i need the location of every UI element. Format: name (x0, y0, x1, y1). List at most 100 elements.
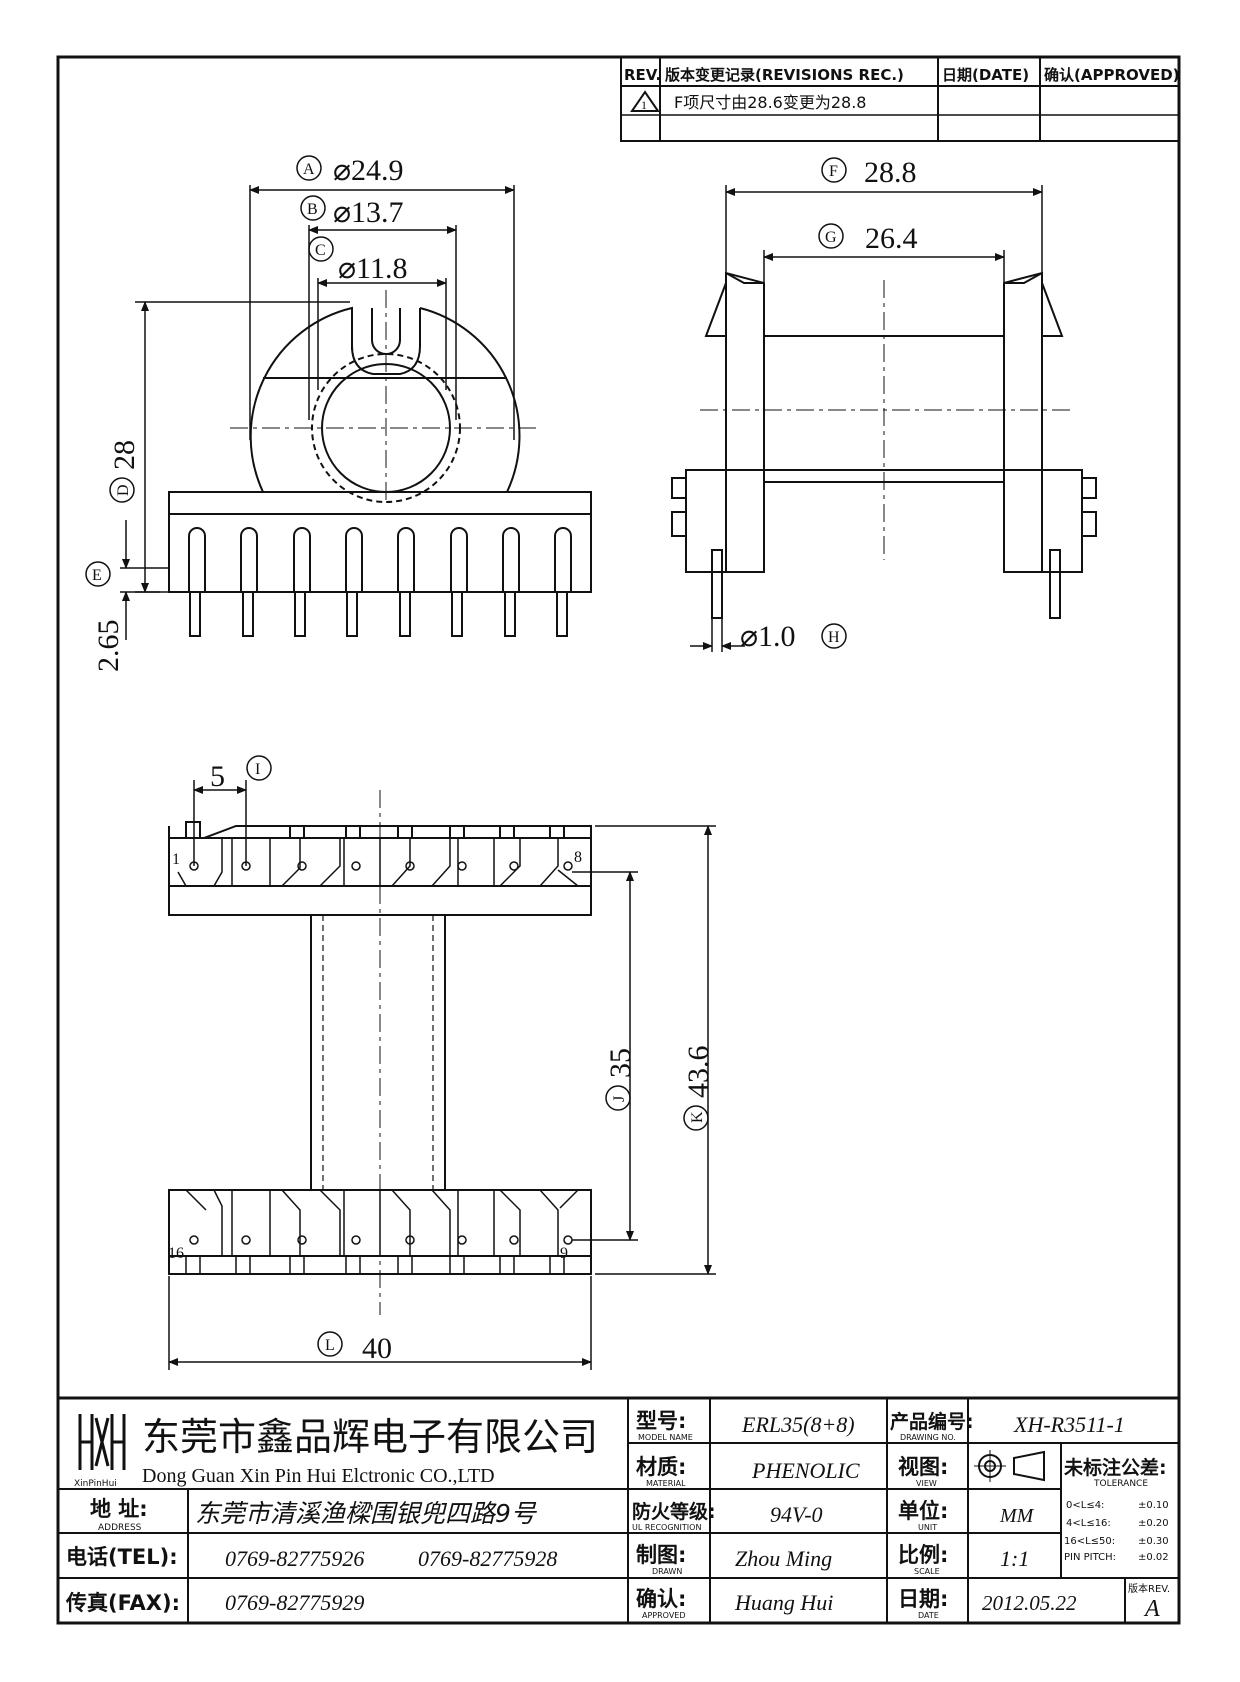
dim-L-letter: L (325, 1337, 335, 1354)
pin-9-label: 9 (560, 1245, 568, 1262)
dim-D-letter: D (115, 484, 132, 496)
side-view-dimensions (690, 185, 1043, 652)
logo-text: XinPinHui (74, 1479, 117, 1489)
fire-rating-label-en: UL RECOGNITION (632, 1523, 701, 1532)
projection-symbol-icon (974, 1450, 1045, 1482)
company-name-cn: 东莞市鑫品辉电子有限公司 (142, 1415, 598, 1459)
dim-F-value: 28.8 (864, 156, 917, 189)
dim-D-value: 28 (108, 440, 141, 470)
approved-value: Huang Hui (734, 1590, 833, 1615)
dim-label-H: ⌀1.0 H (740, 620, 847, 653)
title-block (58, 1396, 1179, 1623)
pin-8-label: 8 (574, 849, 582, 866)
tolerance-range-2: 4<L≤16: (1066, 1518, 1111, 1529)
dim-J-value: 35 (604, 1048, 637, 1078)
scale-value: 1:1 (1000, 1546, 1029, 1571)
revision-triangle-icon: 1 (630, 90, 660, 112)
tel-value-1: 0769-82775926 (225, 1546, 364, 1571)
dim-label-L: L 40 (317, 1331, 392, 1365)
address-value: 东莞市清溪渔樑围银兜四路9号 (195, 1499, 538, 1528)
dim-label-I: 5 I (210, 755, 272, 793)
dim-A-value: ⌀24.9 (333, 154, 404, 187)
bottom-view (168, 790, 592, 1315)
revision-table: REV. 版本变更记录(REVISIONS REC.) 日期(DATE) 确认(… (620, 56, 1180, 142)
revision-mark: 1 (641, 98, 647, 112)
date-value: 2012.05.22 (982, 1591, 1077, 1615)
top-flange-channels (177, 838, 579, 887)
drawing-no-label: 产品编号: (890, 1410, 974, 1433)
fire-rating-label: 防火等级: (632, 1500, 716, 1523)
tolerance-value-3: ±0.30 (1138, 1536, 1169, 1547)
scale-label: 比例: (898, 1543, 948, 1567)
tolerance-label-en: TOLERANCE (1093, 1479, 1148, 1489)
address-label: 地 址: (90, 1497, 148, 1521)
view-label: 视图: (898, 1455, 948, 1479)
tolerance-value-1: ±0.10 (1138, 1500, 1169, 1511)
sheet-border (56, 55, 1181, 1625)
material-label-en: MATERIAL (646, 1479, 686, 1488)
view-label-en: VIEW (916, 1479, 937, 1488)
dim-A-letter: A (303, 161, 315, 178)
front-pin-slots (188, 527, 572, 592)
tolerance-range-3: 16<L≤50: (1064, 1536, 1115, 1547)
revision-date-header: 日期(DATE) (942, 66, 1029, 84)
tolerance-value-4: ±0.02 (1138, 1552, 1169, 1563)
address-label-en: ADDRESS (98, 1523, 142, 1533)
dim-label-F: F 28.8 (821, 156, 917, 189)
front-view-dimensions (120, 185, 515, 640)
dim-H-value: ⌀1.0 (740, 620, 796, 653)
tel-value-2: 0769-82775928 (418, 1546, 557, 1571)
dim-L-value: 40 (362, 1332, 392, 1365)
date-label: 日期: (898, 1587, 948, 1611)
dim-label-C: C ⌀11.8 (308, 236, 407, 285)
unit-label-en: UNIT (918, 1523, 937, 1532)
dim-label-G: G 26.4 (818, 222, 918, 255)
bottom-flange-channels (185, 1189, 579, 1256)
unit-value: MM (999, 1505, 1035, 1527)
dim-label-A: A ⌀24.9 (296, 154, 404, 187)
drawn-label-en: DRAWN (652, 1567, 682, 1576)
dim-G-letter: G (825, 229, 837, 246)
dim-label-B: B ⌀13.7 (300, 195, 404, 229)
front-view (168, 290, 592, 637)
model-label: 型号: (636, 1409, 686, 1433)
company-logo (78, 1414, 126, 1470)
dim-B-letter: B (307, 201, 318, 218)
fax-label: 传真(FAX): (65, 1591, 180, 1615)
dim-G-value: 26.4 (865, 222, 918, 255)
dim-C-letter: C (315, 242, 326, 259)
tolerance-range-4: PIN PITCH: (1064, 1552, 1116, 1563)
tolerance-label: 未标注公差: (1063, 1456, 1167, 1479)
revision-record-header: 版本变更记录(REVISIONS REC.) (665, 66, 904, 84)
rev-header: REV. (624, 66, 661, 84)
dim-label-J: J 35 (604, 1048, 637, 1111)
revision-row-record: F项尺寸由28.6变更为28.8 (674, 93, 866, 112)
side-view (671, 271, 1097, 619)
dim-C-value: ⌀11.8 (338, 252, 407, 285)
material-label: 材质: (636, 1455, 686, 1479)
model-label-en: MODEL NAME (638, 1433, 693, 1442)
revision-approved-header: 确认(APPROVED) (1044, 66, 1180, 84)
pin-1-label: 1 (172, 851, 180, 868)
dim-K-value: 43.6 (682, 1046, 715, 1099)
date-label-en: DATE (918, 1611, 939, 1620)
material-value: PHENOLIC (751, 1458, 860, 1483)
rev-value: A (1143, 1596, 1160, 1622)
tolerance-value-2: ±0.20 (1138, 1518, 1169, 1529)
top-flange-notches (289, 826, 565, 838)
bottom-flange-holes (189, 1235, 573, 1245)
dim-J-letter: J (611, 1096, 628, 1102)
dim-label-D: D 28 (108, 440, 141, 503)
dim-label-E: E 2.65 (85, 561, 125, 673)
bottom-view-dimensions (168, 780, 716, 1370)
dim-E-value: 2.65 (92, 620, 125, 673)
drawn-value: Zhou Ming (735, 1546, 832, 1571)
unit-label: 单位: (898, 1499, 948, 1523)
rev-label: 版本REV. (1128, 1582, 1170, 1595)
front-pins (189, 591, 568, 637)
pin-16-label: 16 (168, 1245, 184, 1262)
approved-label-en: APPROVED (642, 1611, 686, 1620)
fax-value: 0769-82775929 (225, 1590, 364, 1615)
dim-label-K: K 43.6 (682, 1046, 715, 1131)
